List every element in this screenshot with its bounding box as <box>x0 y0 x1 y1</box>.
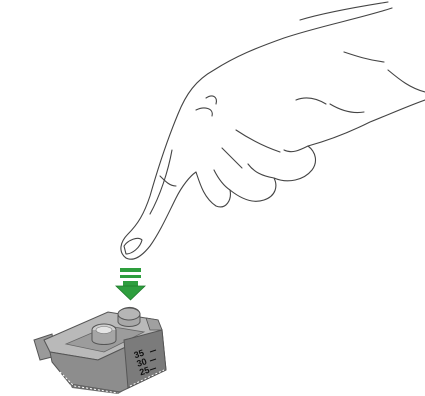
press-device: 35 30 25 <box>33 307 167 394</box>
scale-label-30: 30 <box>135 356 148 369</box>
scale-label-25: 25 <box>138 365 151 378</box>
scale-labels: 35 30 25 <box>133 348 151 378</box>
arrow-down-icon <box>115 268 146 301</box>
hand-pointing-down-icon <box>120 1 425 260</box>
scale-label-35: 35 <box>133 348 146 361</box>
